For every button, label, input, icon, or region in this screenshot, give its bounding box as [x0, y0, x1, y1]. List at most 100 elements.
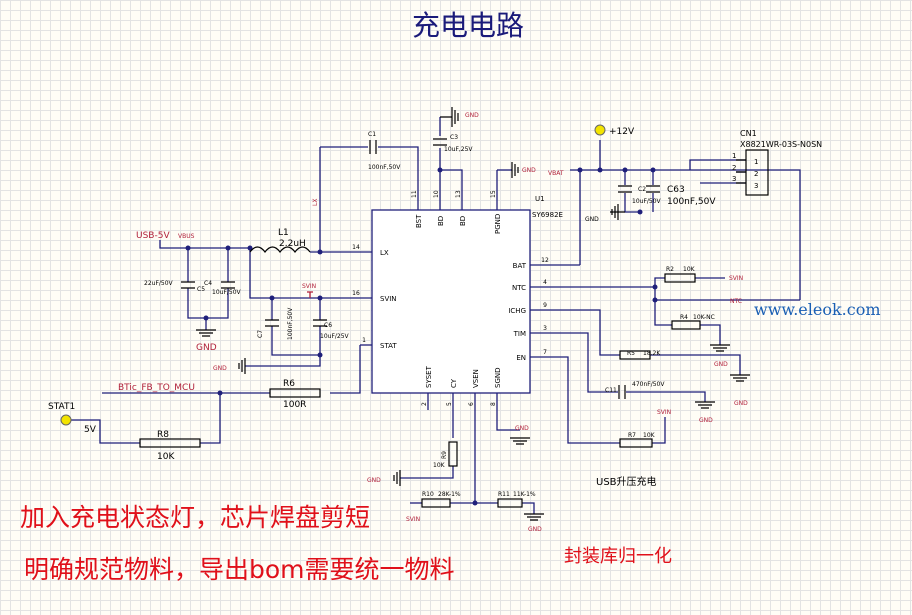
pin-num-1: 1 [362, 337, 366, 344]
r7-value: 10K [643, 432, 656, 439]
gnd-symbol-r5: GND [730, 374, 750, 407]
gnd-symbol-c11: GND [695, 401, 715, 424]
c1-value: 100nF,50V [368, 164, 401, 171]
r5-ref: R5 [627, 350, 635, 357]
r8-ref: R8 [157, 430, 169, 440]
resistor-r4: R4 10K-NC [671, 314, 715, 330]
pin-name-pgnd: PGND [494, 214, 502, 234]
capacitor-c11: C11 470nF/50V [605, 381, 665, 399]
pin-num-14: 14 [352, 244, 360, 251]
ic-right-pins: 12 BAT 4 NTC 9 ICHG 3 TIM 7 EN [508, 257, 549, 362]
ic-ref: U1 [535, 195, 545, 203]
plus12v-port: +12V [594, 124, 635, 137]
net-usb5v: USB-5V [136, 231, 170, 241]
pin-name-cy: CY [450, 378, 458, 388]
gnd-label-c11: GND [699, 417, 713, 424]
l1-value: 2.2uH [279, 239, 306, 249]
net-vbus: VBUS [178, 233, 195, 240]
pin-name-bst: BST [415, 214, 423, 228]
capacitor-c2: C2 10uF/50V [618, 185, 662, 205]
pin-name-bd1: BD [437, 216, 445, 226]
capacitor-c1: C1 100nF,50V [368, 131, 401, 171]
net-svin-left: SVIN [302, 283, 316, 290]
net-5v: 5V [84, 425, 97, 435]
net-vbat: VBAT [548, 170, 564, 177]
resistor-r10: R10 28K-1% [421, 491, 461, 508]
r10-value: 28K-1% [438, 491, 461, 498]
junction-dots [185, 167, 658, 506]
gnd-label-c2: GND [585, 216, 599, 223]
r4-value: 10K-NC [693, 314, 715, 321]
cn1-pin-1: 1 [754, 158, 758, 166]
pin-name-ntc: NTC [512, 284, 526, 292]
c11-ref: C11 [605, 387, 617, 394]
r4-ref: R4 [680, 314, 688, 321]
pin-num-7: 7 [543, 349, 547, 356]
r2-value: 10K [683, 266, 696, 273]
gnd-symbol-c2: GND [585, 204, 625, 223]
gnd-label-sgnd: GND [515, 425, 529, 432]
resistor-r9: R9 10K [433, 441, 458, 469]
gnd-symbol-r11: GND [524, 513, 544, 533]
net-lx: LX [312, 199, 319, 206]
gnd-symbol-pgnd: GND [511, 162, 536, 178]
pin-num-11: 11 [411, 190, 418, 198]
plus12v-label: +12V [609, 127, 635, 137]
r8-value: 10K [157, 452, 175, 462]
c2-ref: C2 [638, 186, 646, 193]
pin-name-en: EN [516, 354, 526, 362]
pin-num-4: 4 [543, 279, 547, 286]
ic-body [371, 209, 531, 394]
l1-ref: L1 [278, 228, 289, 238]
stat1-port: STAT1 [48, 402, 75, 426]
pin-num-9: 9 [543, 302, 547, 309]
r10-ref: R10 [422, 491, 434, 498]
pin-num-13: 13 [455, 190, 462, 198]
r2-ref: R2 [666, 266, 674, 273]
r6-ref: R6 [283, 379, 295, 389]
resistor-r8: R8 10K [139, 430, 201, 462]
gnd-symbol-c3: GND [440, 107, 479, 127]
c3-ref: C3 [450, 134, 458, 141]
gnd-label-r5: GND [734, 400, 748, 407]
r11-ref: R11 [498, 491, 510, 498]
pin-name-syset: SYSET [425, 365, 433, 388]
r11-value: 11K-1% [513, 491, 536, 498]
gnd-label-c7: GND [213, 365, 227, 372]
gnd-symbol-sgnd: GND [510, 425, 530, 445]
gnd-symbol-r9: GND [367, 470, 401, 486]
cn1-part: X8821WR-03S-N0SN [740, 140, 822, 149]
watermark: www.eleok.com [754, 300, 881, 319]
pin-name-stat: STAT [380, 342, 397, 350]
pin-num-5: 5 [446, 402, 453, 406]
net-btic: BTic_FB_TO_MCU [118, 383, 195, 393]
resistor-r7: R7 10K [619, 432, 656, 448]
net-labels: USB-5V VBUS LX SVIN VBAT SVIN NTC SVIN S… [84, 170, 743, 523]
capacitor-c7: C7 100nF,50V [257, 307, 294, 340]
net-svin-r7: SVIN [657, 409, 671, 416]
note-line-3: 封装库归一化 [564, 546, 672, 567]
r9-value: 10K [433, 462, 446, 469]
stat1-label: STAT1 [48, 402, 75, 412]
c4-value: 10uF/50V [212, 289, 242, 296]
pin-name-tim: TIM [513, 330, 526, 338]
c7-value: 100nF,50V [287, 307, 294, 340]
c1-ref: C1 [368, 131, 376, 138]
cn1-ref: CN1 [740, 129, 757, 138]
ic-bottom-pins: SYSET 2 CY 5 VSEN 6 SGND 8 [421, 365, 502, 406]
note-line-1: 加入充电状态灯，芯片焊盘剪短 [20, 503, 371, 532]
net-ntc: NTC [730, 298, 742, 305]
pin-num-8: 8 [490, 402, 497, 406]
c2-value: 10uF/50V [632, 198, 662, 205]
usb-boost-note: USB升压充电 [596, 475, 657, 488]
c11-value: 470nF/50V [632, 381, 665, 388]
pin-num-10: 10 [433, 190, 440, 198]
capacitor-c4: C4 10uF/50V [204, 280, 242, 296]
gnd-label-c3: GND [465, 112, 479, 119]
pin-name-lx: LX [380, 249, 389, 257]
cn1-side-pin-1: 1 [732, 152, 736, 160]
r5-value: 18.2K [643, 350, 661, 357]
gnd-label-r4: GND [714, 361, 728, 368]
cn1-pin-3: 3 [754, 182, 758, 190]
